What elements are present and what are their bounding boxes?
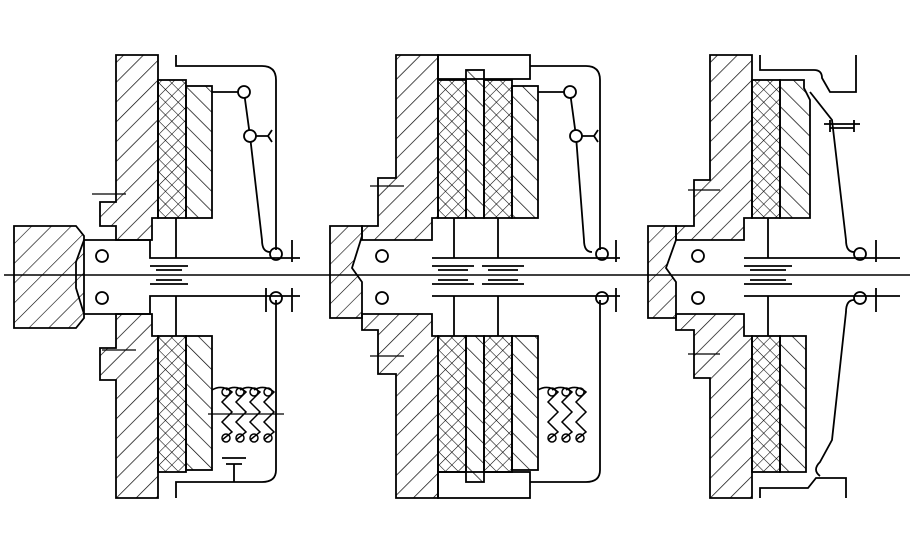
release-lever: [538, 91, 593, 253]
intermediate-plate-lower: [465, 335, 485, 483]
diaphragm-spring-lower: [815, 299, 855, 477]
flywheel-lower: [361, 313, 439, 499]
intermediate-plate-upper: [465, 69, 485, 219]
pressure-plate-upper: [185, 85, 213, 219]
coil-springs: [211, 386, 276, 443]
pressure-plate-lower: [779, 335, 807, 473]
bearing-ball: [375, 249, 389, 263]
release-bearing-ball: [853, 247, 867, 261]
bearing-ball: [691, 249, 705, 263]
clutch-cover-upper: [759, 55, 857, 93]
spring-retainer: [222, 457, 246, 482]
flywheel-upper: [99, 54, 159, 241]
crankshaft-flange: [329, 225, 363, 319]
flywheel-upper: [361, 54, 439, 241]
pressure-plate-lower: [511, 335, 539, 471]
crankshaft-flange: [13, 225, 85, 329]
diaphragm-spring-upper: [809, 91, 855, 253]
release-bearing-ball: [595, 291, 609, 305]
spline-mark: [150, 265, 188, 285]
lever-pivot: [237, 85, 251, 99]
flywheel-upper: [675, 54, 753, 241]
clutch-hub: [432, 257, 620, 297]
flywheel-lower: [675, 313, 753, 499]
friction-disc-1-upper: [437, 79, 467, 219]
friction-disc-1-lower: [437, 335, 467, 473]
bearing-ball: [95, 249, 109, 263]
release-bearing-ball: [853, 291, 867, 305]
bearing-ball: [95, 291, 109, 305]
friction-disc-upper: [751, 79, 781, 219]
lever-pivot: [569, 129, 583, 143]
clutch-hub: [84, 239, 300, 315]
friction-disc-lower: [751, 335, 781, 473]
lever-fulcrum: [582, 129, 599, 143]
panel-diaphragm-clutch: [647, 54, 900, 499]
bearing-ball: [691, 291, 705, 305]
clutch-hub: [744, 257, 900, 297]
hub-nose: [75, 239, 85, 315]
clutch-cover-upper: [530, 65, 601, 250]
pressure-plate-upper: [779, 79, 811, 219]
lever-pivot: [243, 129, 257, 143]
panel-single-plate-clutch: [13, 54, 300, 499]
release-bearing-ball: [595, 247, 609, 261]
spline-mark: [744, 265, 792, 285]
pressure-plate-lower: [185, 335, 213, 471]
spline-mark: [432, 265, 524, 285]
friction-disc-2-lower: [483, 335, 513, 473]
lever-fulcrum: [256, 129, 273, 143]
flywheel-lower: [99, 313, 159, 499]
clutch-cover-lower: [175, 300, 277, 498]
panel-twin-plate-clutch: [329, 54, 620, 499]
coil-springs: [537, 386, 588, 443]
friction-disc-2-upper: [483, 79, 513, 219]
lever-pivot: [563, 85, 577, 99]
fulcrum-ring: [824, 120, 860, 132]
clutch-cover-upper: [175, 55, 277, 250]
bearing-ball: [375, 291, 389, 305]
release-bearing-ball: [269, 291, 283, 305]
clutch-cover-lower: [759, 477, 847, 498]
release-lever: [212, 91, 271, 253]
friction-disc-lower: [157, 335, 187, 473]
friction-disc-upper: [157, 79, 187, 219]
crankshaft-flange: [647, 225, 677, 319]
release-bearing-ball: [269, 247, 283, 261]
pressure-plate-upper: [511, 85, 539, 219]
clutch-cover-lower: [530, 300, 601, 483]
